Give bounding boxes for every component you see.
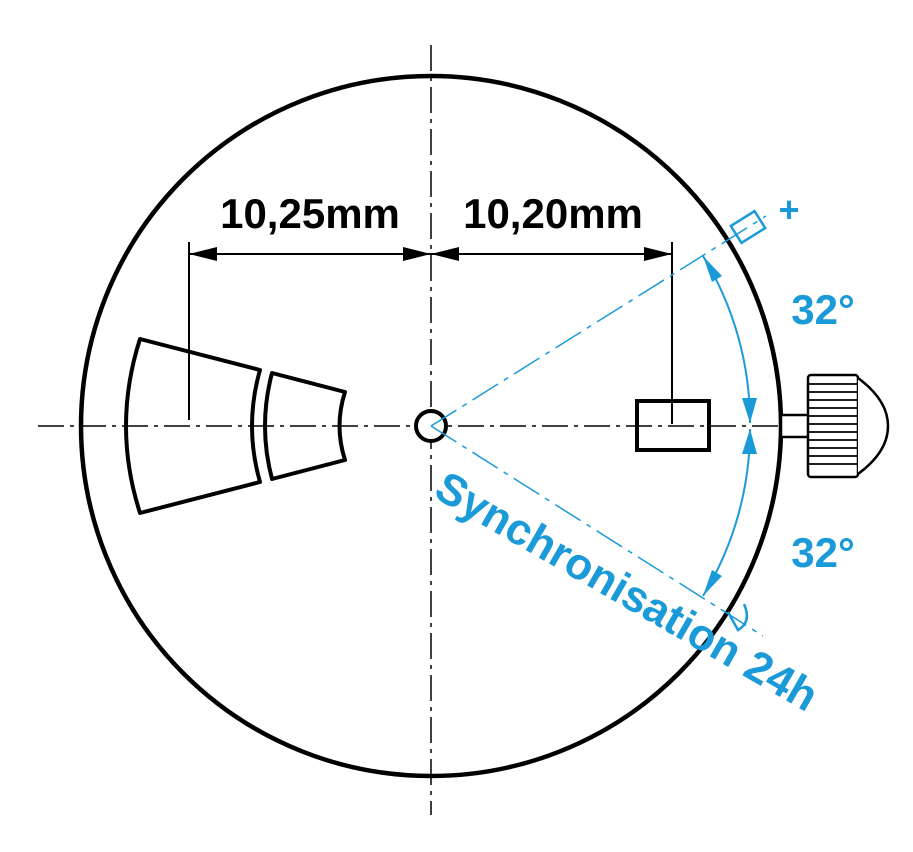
right-dimension-label: 10,20mm bbox=[463, 190, 643, 237]
upper-angle-label: 32° bbox=[791, 286, 855, 333]
lower-sync-line bbox=[430, 425, 764, 637]
plus-label: + bbox=[778, 189, 799, 230]
left-dimension-label: 10,25mm bbox=[220, 190, 400, 237]
upper-angle-arc bbox=[702, 255, 751, 424]
lower-angle-label: 32° bbox=[791, 529, 855, 576]
angle-arrowheads bbox=[703, 256, 757, 596]
upper-sync-line bbox=[430, 215, 767, 427]
crown bbox=[779, 373, 890, 479]
lower-angle-arc bbox=[702, 428, 751, 597]
lower-marker bbox=[726, 603, 749, 632]
dimension-line bbox=[189, 247, 672, 261]
synchronisation-label: Synchronisation 24h bbox=[427, 462, 826, 721]
plus-marker-box bbox=[729, 209, 767, 245]
left-window-outer bbox=[124, 337, 262, 515]
left-window-inner bbox=[263, 371, 347, 481]
